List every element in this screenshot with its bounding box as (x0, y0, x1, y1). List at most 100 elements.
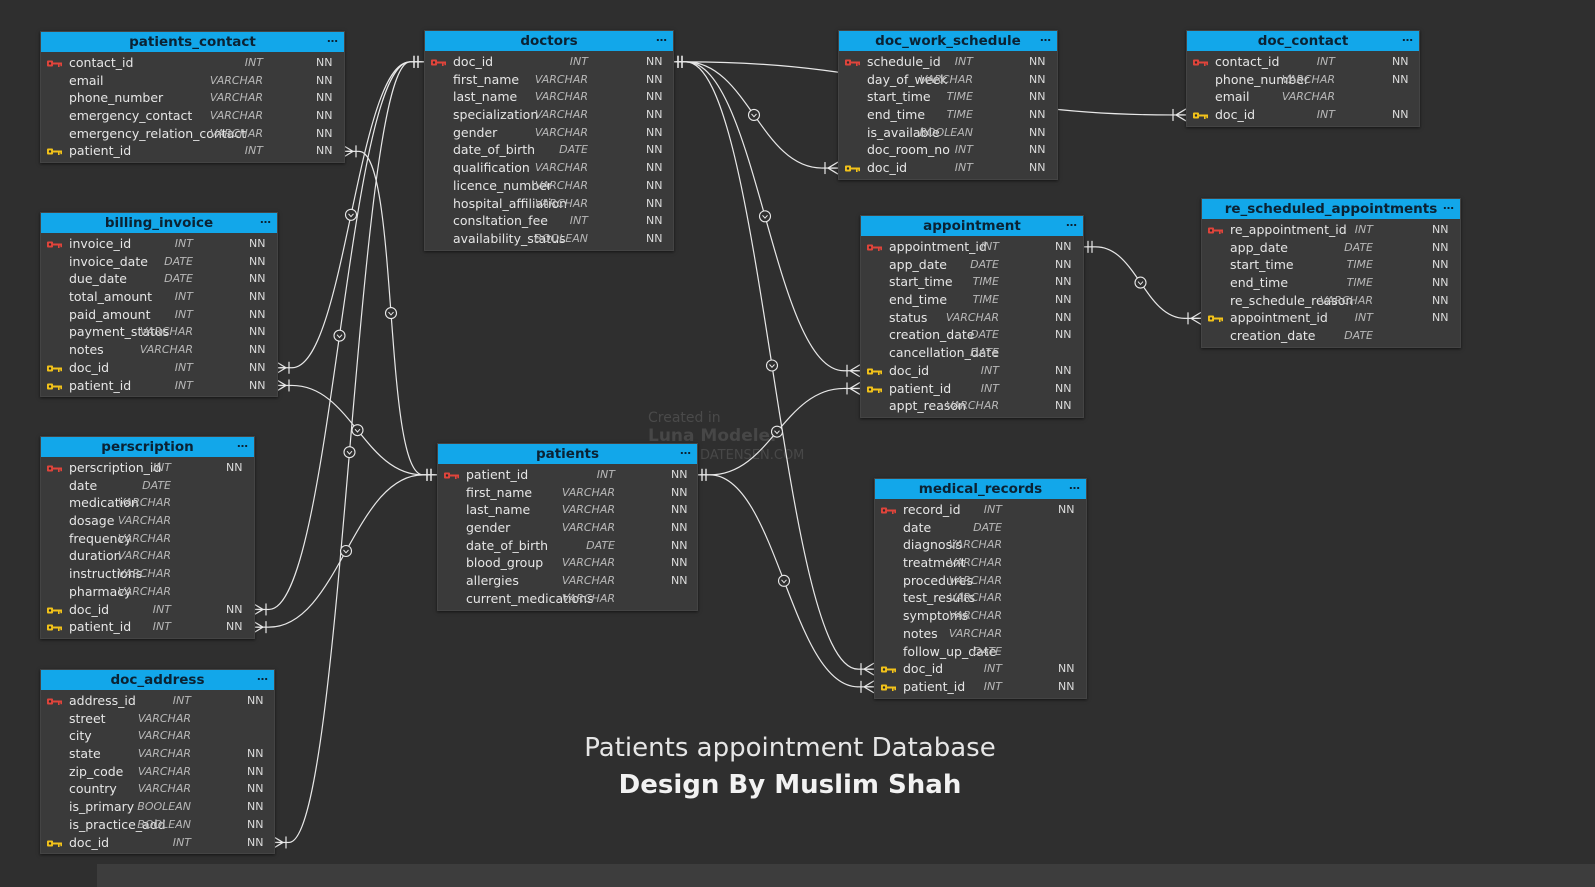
table-header[interactable]: re_scheduled_appointments… (1202, 199, 1460, 219)
more-options-icon[interactable]: … (237, 437, 248, 450)
more-options-icon[interactable]: … (260, 213, 271, 226)
table-header[interactable]: billing_invoice… (41, 213, 277, 233)
relationship-line[interactable] (685, 61, 859, 670)
more-options-icon[interactable]: … (327, 32, 338, 45)
more-options-icon[interactable]: … (656, 31, 667, 44)
table-header[interactable]: patients… (438, 444, 697, 464)
table-header[interactable]: doctors… (425, 31, 673, 51)
more-options-icon[interactable]: … (1040, 31, 1051, 44)
relationship-line[interactable] (358, 150, 424, 476)
relationship-line[interactable] (685, 61, 823, 169)
table-header[interactable]: patients_contact… (41, 32, 344, 52)
more-options-icon[interactable]: … (680, 444, 691, 457)
relationship-line[interactable] (685, 61, 845, 372)
table-header[interactable]: appointment… (861, 216, 1083, 236)
relationship-line[interactable] (268, 474, 424, 628)
table-header[interactable]: medical_records… (875, 479, 1086, 499)
more-options-icon[interactable]: … (1069, 479, 1080, 492)
more-options-icon[interactable]: … (1402, 31, 1413, 44)
table-header[interactable]: perscription… (41, 437, 254, 457)
more-options-icon[interactable]: … (1066, 216, 1077, 229)
table-re-scheduled-appointments[interactable]: re_scheduled_appointments…re_appointment… (1201, 198, 1461, 348)
